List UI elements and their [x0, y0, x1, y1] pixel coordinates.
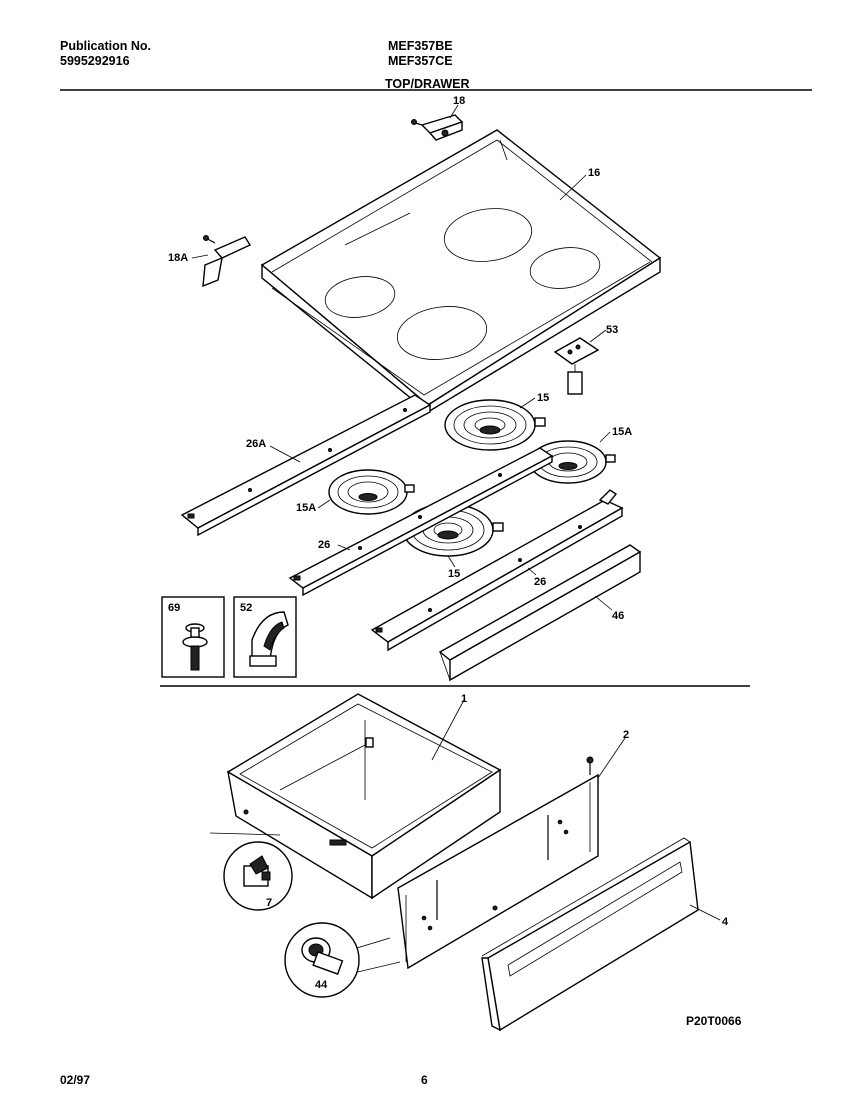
callout-16: 16 — [588, 167, 600, 179]
part-26-rail-right — [370, 489, 624, 652]
callout-53: 53 — [606, 324, 618, 336]
inset-69 — [161, 596, 225, 678]
callout-15A-left: 15A — [296, 502, 316, 514]
part-16-cooktop — [260, 129, 662, 414]
callout-44: 44 — [315, 979, 328, 991]
part-18A-bracket — [202, 235, 252, 288]
callout-15A-right: 15A — [612, 426, 632, 438]
callout-26-right: 26 — [534, 576, 546, 588]
part-15A-element-left — [328, 469, 415, 515]
part-15A-element-right — [529, 440, 616, 484]
part-15-element-top — [444, 399, 546, 451]
callout-52: 52 — [240, 602, 252, 614]
part-26-rail-left — [288, 447, 554, 597]
inset-52 — [233, 596, 297, 678]
callout-18: 18 — [453, 95, 465, 107]
callout-15-bottom: 15 — [448, 568, 460, 580]
callout-26A: 26A — [246, 438, 266, 450]
part-2-panel — [397, 756, 599, 970]
callout-1: 1 — [461, 693, 467, 705]
part-1-drawer — [226, 693, 502, 900]
diagram-code: P20T0066 — [686, 1014, 742, 1028]
part-18-bracket — [411, 114, 464, 141]
callout-2: 2 — [623, 729, 629, 741]
callout-15-top: 15 — [537, 392, 549, 404]
callout-7: 7 — [266, 897, 272, 909]
callout-18A: 18A — [168, 252, 188, 264]
page-number: 6 — [421, 1073, 428, 1087]
publication-number: 5995292916 — [60, 54, 130, 68]
section-title: TOP/DRAWER — [385, 77, 470, 91]
model-number-2: MEF357CE — [388, 54, 453, 68]
leader-lines — [191, 104, 721, 921]
detail-44 — [284, 922, 401, 998]
publication-label: Publication No. — [60, 39, 151, 53]
detail-7 — [209, 832, 293, 911]
callout-26-left: 26 — [318, 539, 330, 551]
part-53-switch — [553, 337, 600, 395]
part-4-drawer-front — [481, 837, 699, 1032]
callout-69: 69 — [168, 602, 180, 614]
callout-46: 46 — [612, 610, 624, 622]
part-46-trim — [438, 544, 642, 682]
part-26A-rail — [180, 394, 432, 537]
callout-4: 4 — [722, 916, 729, 928]
model-number-1: MEF357BE — [388, 39, 453, 53]
footer-date: 02/97 — [60, 1073, 91, 1087]
